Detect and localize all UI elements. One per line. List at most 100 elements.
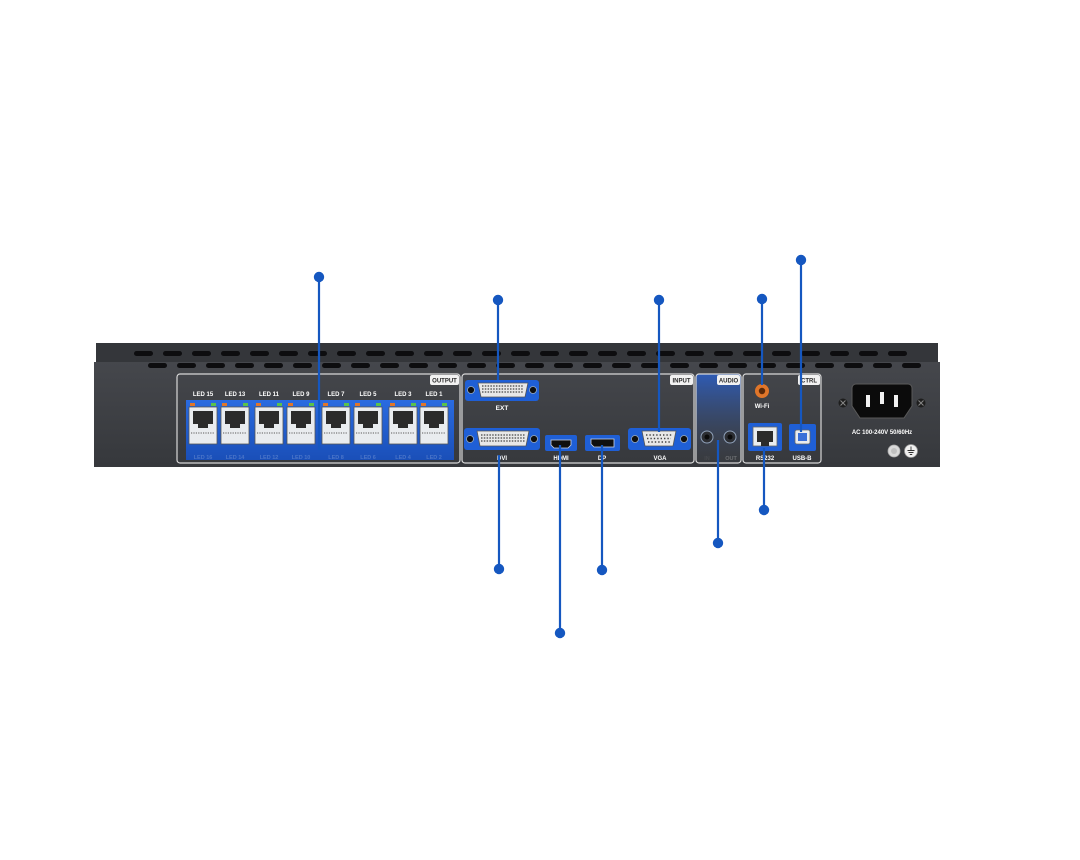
ground-icon — [904, 444, 918, 458]
led-status-light — [190, 403, 195, 406]
vent-slot — [250, 351, 269, 356]
vent-slot — [221, 351, 240, 356]
input-section-label: INPUT — [673, 379, 691, 385]
callout-rs232 — [758, 448, 770, 516]
vent-slot — [148, 363, 167, 368]
callout-dot — [596, 564, 608, 576]
callout-dp — [596, 445, 608, 576]
led-status-light — [344, 403, 349, 406]
wifi-antenna-port[interactable] — [755, 384, 769, 398]
led-port[interactable]: LED 5 LED 6 — [353, 392, 383, 461]
vent-slot — [163, 351, 182, 356]
led-port-label-lower: LED 12 — [260, 455, 279, 461]
led-port-label: LED 3 — [394, 392, 412, 398]
rs232-label: RS232 — [756, 456, 775, 462]
audio-in-jack[interactable] — [700, 430, 714, 444]
callout-dot — [712, 537, 724, 549]
dp-port[interactable] — [585, 435, 620, 451]
hdmi-label: HDMI — [553, 456, 569, 462]
rj45-tab — [331, 424, 341, 428]
vent-slot — [627, 351, 646, 356]
led-status-light — [277, 403, 282, 406]
callout-dot — [313, 271, 325, 283]
vent-slot — [772, 351, 791, 356]
audio-in-label: IN — [704, 456, 710, 462]
dvi-port[interactable] — [464, 428, 540, 450]
vent-slot — [337, 351, 356, 356]
vent-slot — [612, 363, 631, 368]
vent-slots — [134, 351, 921, 368]
vent-slot — [496, 363, 515, 368]
vent-slot — [467, 363, 486, 368]
vent-slot — [728, 363, 747, 368]
vent-slot — [366, 351, 385, 356]
led-port-label: LED 11 — [259, 392, 280, 398]
ext-port[interactable] — [465, 380, 539, 401]
output-section-label: OUTPUT — [432, 379, 457, 385]
vent-slot — [235, 363, 254, 368]
led-port-label-lower: LED 16 — [194, 455, 213, 461]
rj45-socket — [225, 411, 245, 424]
rj45-socket — [291, 411, 311, 424]
led-status-light — [288, 403, 293, 406]
audio-section-label: AUDIO — [719, 379, 739, 385]
vent-slot — [177, 363, 196, 368]
audio-out-jack[interactable] — [723, 430, 737, 444]
vent-slot — [801, 351, 820, 356]
dvi-label: DVI — [497, 456, 507, 462]
led-status-light — [243, 403, 248, 406]
vent-slot — [380, 363, 399, 368]
rj45-socket — [424, 411, 444, 424]
rj45-tab — [264, 424, 274, 428]
input-section: INPUT EXT DVI HDMI DP — [461, 373, 695, 464]
led-port[interactable]: LED 11 LED 12 — [254, 392, 284, 461]
led-status-light — [421, 403, 426, 406]
led-port-label-lower: LED 6 — [360, 455, 376, 461]
vent-slot — [641, 363, 660, 368]
power-switch[interactable] — [887, 444, 901, 458]
vga-label: VGA — [653, 456, 667, 462]
vent-slot — [583, 363, 602, 368]
usb-b-label: USB-B — [793, 456, 813, 462]
vent-slot — [598, 351, 617, 356]
led-port-label: LED 9 — [292, 392, 310, 398]
vent-slot — [293, 363, 312, 368]
rj45-socket — [393, 411, 413, 424]
power-inlet[interactable] — [838, 383, 926, 419]
led-port[interactable]: LED 9 LED 10 — [286, 392, 316, 461]
vent-slot — [714, 351, 733, 356]
vent-slot — [322, 363, 341, 368]
rj45-socket — [259, 411, 279, 424]
rj45-socket — [358, 411, 378, 424]
callout-ext — [492, 294, 504, 380]
led-status-light — [390, 403, 395, 406]
vent-slot — [757, 363, 776, 368]
led-port-label: LED 5 — [359, 392, 377, 398]
callout-usb-b — [795, 254, 807, 432]
vent-slot — [395, 351, 414, 356]
rs232-port[interactable] — [748, 423, 782, 451]
vga-port[interactable] — [628, 428, 691, 450]
vent-slot — [264, 363, 283, 368]
callout-dot — [653, 294, 665, 306]
led-status-light — [256, 403, 261, 406]
usb-b-port[interactable] — [789, 424, 816, 451]
led-port-label-lower: LED 8 — [328, 455, 344, 461]
led-port-label-lower: LED 10 — [292, 455, 311, 461]
hdmi-port[interactable] — [545, 435, 577, 451]
ext-label: EXT — [496, 405, 509, 412]
vent-slot — [699, 363, 718, 368]
vent-slot — [134, 351, 153, 356]
led-status-light — [411, 403, 416, 406]
led-status-light — [222, 403, 227, 406]
rj45-tab — [363, 424, 373, 428]
callout-group — [313, 254, 807, 639]
rj45-tab — [198, 424, 208, 428]
